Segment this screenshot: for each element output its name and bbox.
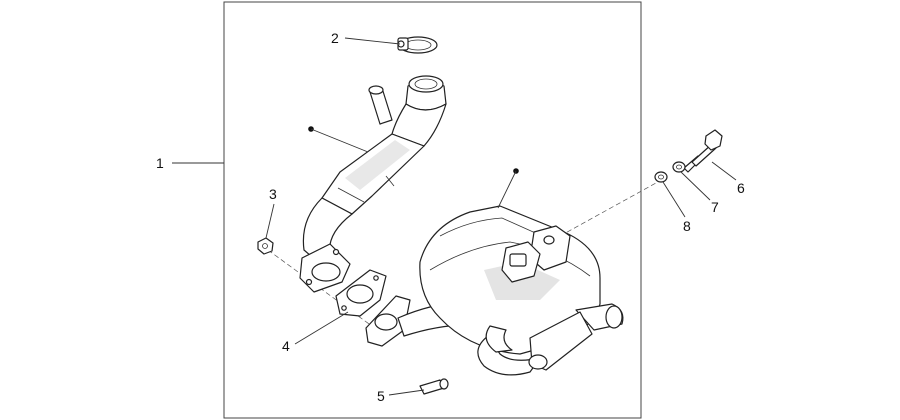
leader-dot-muffler	[497, 170, 517, 209]
alignment-line-bolt	[559, 177, 666, 237]
callout-3: 3	[269, 186, 277, 202]
leader-7	[680, 171, 711, 201]
bolt-part	[683, 129, 723, 173]
alignment-line-flange	[267, 249, 381, 333]
callout-2: 2	[331, 30, 339, 46]
leader-4	[294, 311, 349, 345]
assembly-frame	[223, 1, 642, 419]
spring-washer-part	[654, 171, 668, 183]
callout-4: 4	[282, 338, 290, 354]
exhaust-header-pipe	[299, 75, 447, 293]
muffler-part	[365, 205, 624, 376]
callout-7: 7	[711, 199, 719, 215]
leader-5	[388, 389, 425, 396]
leader-8	[662, 181, 686, 218]
callout-1: 1	[156, 155, 164, 171]
callout-6: 6	[737, 180, 745, 196]
clamp-part	[397, 36, 438, 54]
leader-dot-header	[310, 128, 369, 153]
nut-part	[257, 237, 274, 255]
gasket-part	[335, 269, 387, 317]
leader-3	[265, 203, 275, 239]
screw-part	[419, 378, 449, 395]
leader-6	[711, 161, 737, 181]
callout-8: 8	[683, 218, 691, 234]
washer-part	[672, 161, 686, 173]
leader-2	[344, 37, 401, 45]
callout-5: 5	[377, 388, 385, 404]
